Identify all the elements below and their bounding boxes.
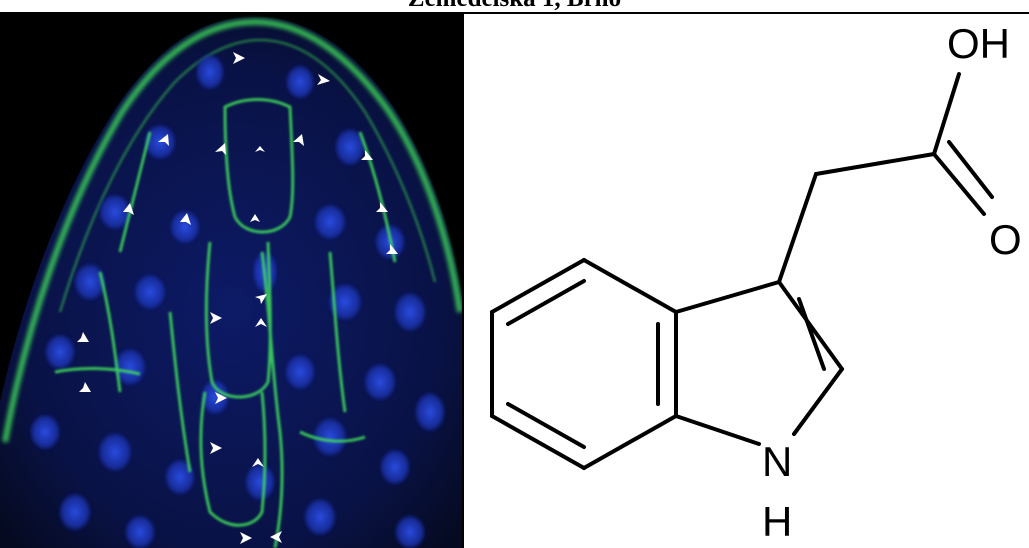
page-title: Zemědělská 1, Brno [0,0,1029,12]
micrograph-image [0,12,462,548]
membranes [54,98,397,548]
panel-divider [462,12,464,548]
micrograph-panel [0,12,462,548]
header-rule [0,12,1029,14]
carbonyl-oxygen-label: O [989,216,1022,263]
chemical-structure-panel: OH O N H [464,14,1029,548]
nitrogen-hydrogen-label: H [762,498,792,545]
indole-acetic-acid-structure: OH O N H [490,20,1022,545]
bonds [490,72,994,470]
arrowheads [77,52,398,544]
nitrogen-label: N [762,438,792,485]
hydroxyl-label: OH [947,20,1010,67]
